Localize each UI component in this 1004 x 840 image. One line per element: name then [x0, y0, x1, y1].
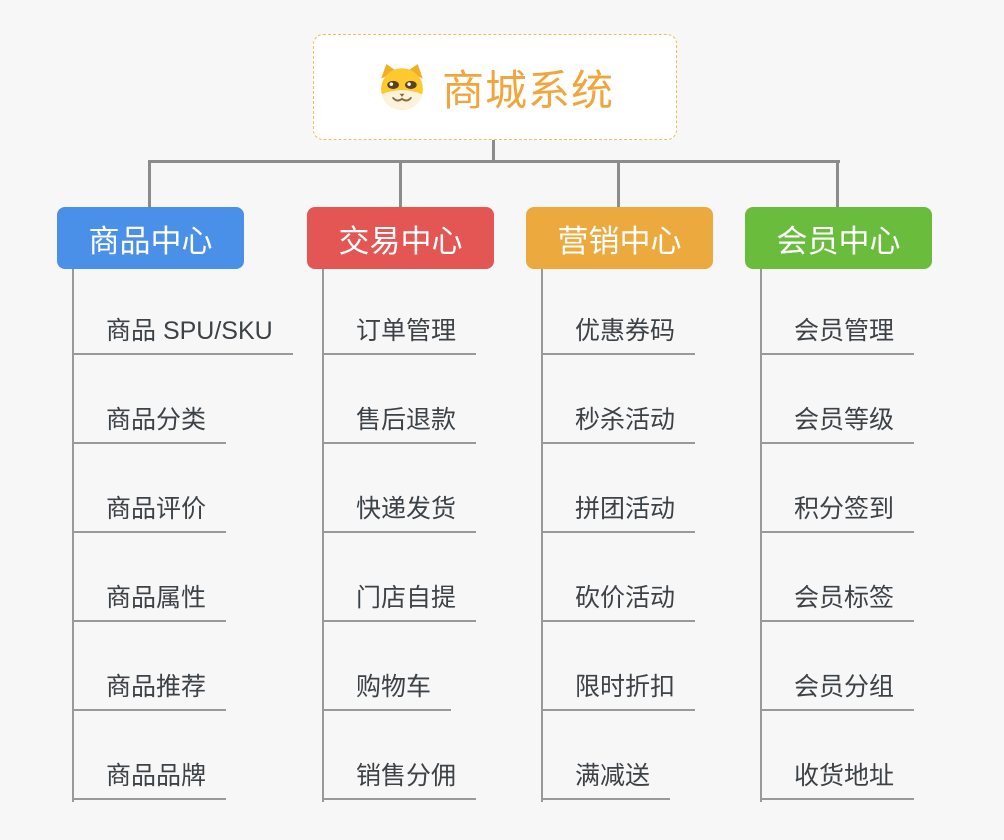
branch-node-product-center[interactable]: 商品中心: [57, 207, 244, 269]
leaf-node[interactable]: 商品 SPU/SKU: [72, 316, 293, 355]
connector-drop-trade: [399, 160, 402, 207]
branch-trunk-trade: [322, 269, 324, 802]
leaf-node[interactable]: 订单管理: [322, 316, 477, 355]
leaf-node[interactable]: 会员标签: [760, 583, 915, 622]
leaf-node[interactable]: 商品属性: [72, 583, 227, 622]
branch-trunk-product: [72, 269, 74, 802]
leaf-node[interactable]: 满减送: [541, 761, 671, 800]
branch-trunk-member: [760, 269, 762, 802]
leaf-node[interactable]: 限时折扣: [541, 672, 696, 711]
leaf-node[interactable]: 优惠券码: [541, 316, 696, 355]
branch-trunk-marketing: [541, 269, 543, 802]
leaf-node[interactable]: 商品推荐: [72, 672, 227, 711]
leaf-node[interactable]: 门店自提: [322, 583, 477, 622]
leaf-node[interactable]: 会员等级: [760, 405, 915, 444]
root-title: 商城系统: [441, 66, 614, 114]
connector-bus: [148, 160, 840, 163]
leaf-node[interactable]: 积分签到: [760, 494, 915, 533]
leaf-node[interactable]: 商品品牌: [72, 761, 227, 800]
connector-drop-marketing: [617, 160, 620, 207]
leaf-node[interactable]: 会员管理: [760, 316, 915, 355]
connector-drop-product: [148, 160, 151, 207]
leaf-node[interactable]: 商品分类: [72, 405, 227, 444]
leaf-node[interactable]: 快递发货: [322, 494, 477, 533]
connector-root-drop: [492, 140, 495, 161]
leaf-node[interactable]: 会员分组: [760, 672, 915, 711]
leaf-node[interactable]: 购物车: [322, 672, 452, 711]
connector-drop-member: [836, 160, 839, 207]
branch-node-trade-center[interactable]: 交易中心: [307, 207, 494, 269]
leaf-node[interactable]: 拼团活动: [541, 494, 696, 533]
leaf-node[interactable]: 秒杀活动: [541, 405, 696, 444]
leaf-node[interactable]: 售后退款: [322, 405, 477, 444]
dog-face-icon: [381, 64, 423, 110]
leaf-node[interactable]: 商品评价: [72, 494, 227, 533]
leaf-node[interactable]: 销售分佣: [322, 761, 477, 800]
branch-node-marketing-center[interactable]: 营销中心: [526, 207, 713, 269]
leaf-node[interactable]: 收货地址: [760, 761, 915, 800]
branch-node-member-center[interactable]: 会员中心: [745, 207, 932, 269]
root-node-mall-system[interactable]: 商城系统: [313, 34, 677, 140]
leaf-node[interactable]: 砍价活动: [541, 583, 696, 622]
